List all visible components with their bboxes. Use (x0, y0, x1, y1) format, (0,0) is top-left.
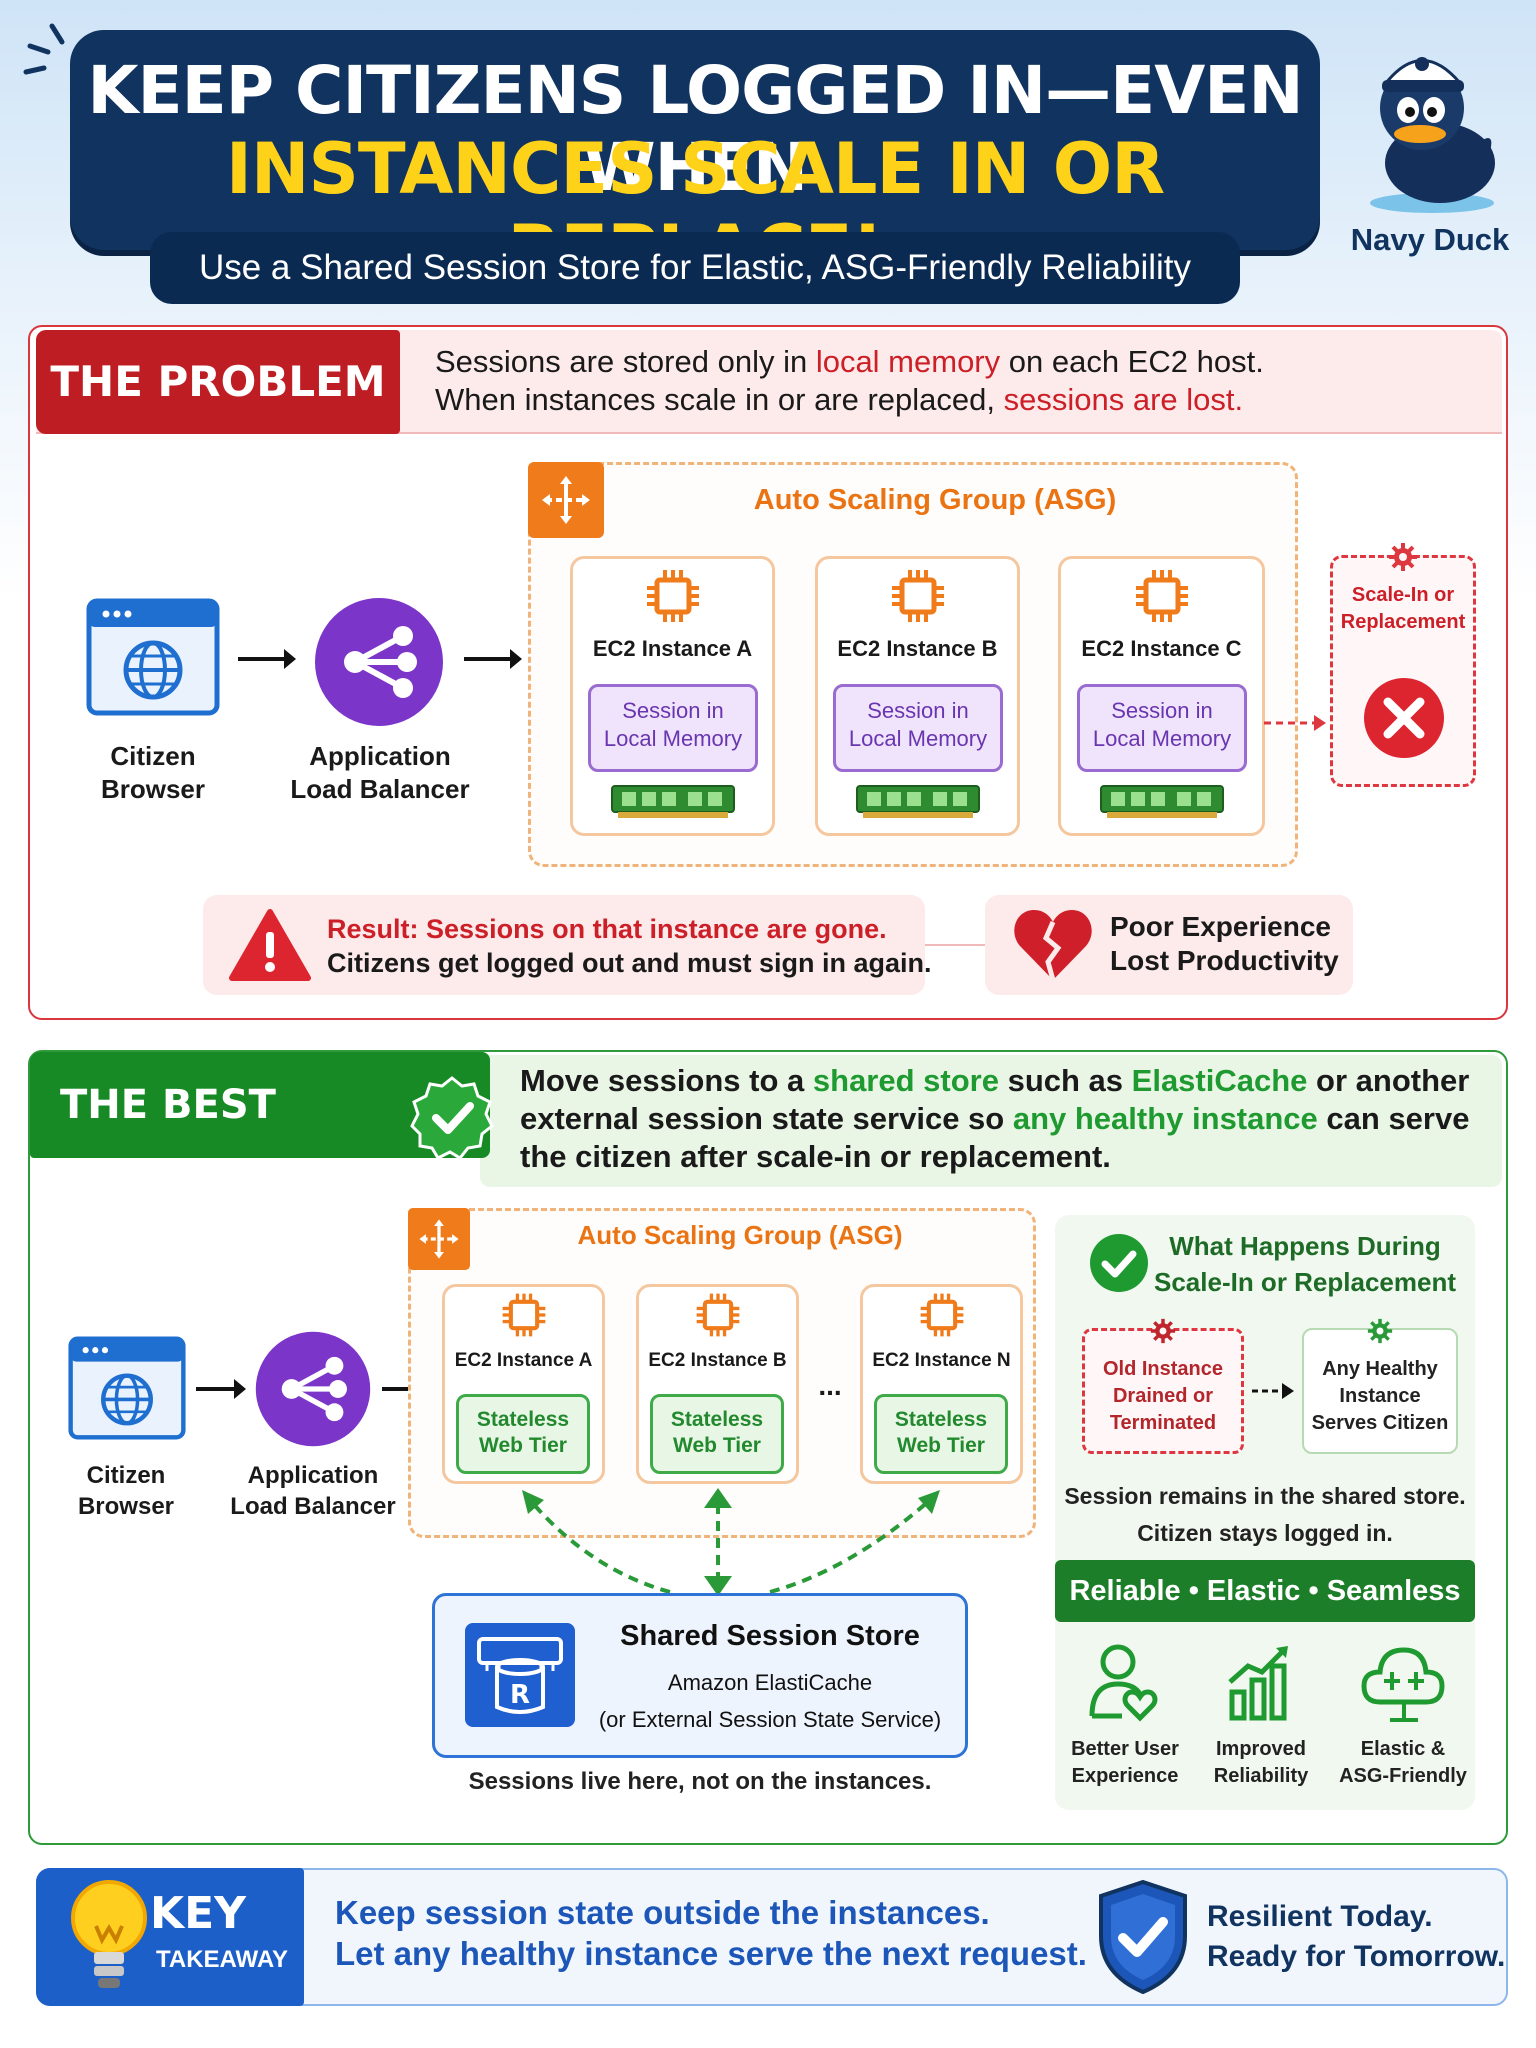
check-circle-icon (1090, 1234, 1148, 1292)
lightbulb-icon (71, 1880, 147, 1988)
title-line-1: KEEP CITIZENS LOGGED IN—EVEN WHEN (87, 52, 1303, 206)
instance-name: EC2 Instance A (592, 636, 753, 661)
instance-name: EC2 Instance B (837, 636, 998, 661)
arrow-right-icon (196, 1379, 246, 1399)
best-header-strip (480, 1055, 1502, 1187)
asg-title: Auto Scaling Group (ASG) (577, 1220, 903, 1250)
more-instances-ellipsis: ... (818, 1370, 842, 1401)
cpu-chip-icon (647, 570, 699, 622)
growth-chart-icon (1228, 1646, 1288, 1721)
arrow-right-icon (238, 649, 296, 669)
key-subtitle: TAKEAWAY (156, 1946, 289, 1973)
elasticache-icon: R (465, 1623, 575, 1727)
broken-heart-icon (1014, 910, 1092, 981)
shared-session-store-box (432, 1593, 968, 1758)
browser-globe-icon (68, 1336, 186, 1440)
asg-resize-icon (408, 1208, 470, 1270)
benefits-banner: Reliable • Elastic • Seamless (1055, 1560, 1475, 1622)
asg-title: Auto Scaling Group (ASG) (753, 484, 1117, 516)
gear-icon (1389, 543, 1417, 571)
check-badge-icon (410, 1076, 494, 1160)
result-box (203, 895, 925, 995)
instance-name: EC2 Instance A (454, 1350, 593, 1371)
warning-icon (229, 909, 311, 981)
problem-description: Sessions are stored only in local memory… (435, 344, 1264, 417)
cpu-chip-icon (502, 1293, 546, 1337)
user-heart-icon (1089, 1644, 1158, 1722)
instance-name: EC2 Instance N (872, 1350, 1011, 1371)
store-caption: Sessions live here, not on the instances… (468, 1768, 932, 1795)
cpu-chip-icon (920, 1293, 964, 1337)
instance-name: EC2 Instance C (1081, 636, 1242, 661)
ram-module-icon (611, 785, 735, 818)
duck-mascot-icon (1370, 57, 1495, 213)
store-title: Shared Session Store (620, 1620, 920, 1652)
takeaway-text: Keep session state outside the instances… (335, 1894, 1087, 1972)
store-subtitle: Amazon ElastiCache(or External Session S… (598, 1670, 942, 1732)
load-balancer-icon (255, 1331, 371, 1447)
best-pattern-tag: THE BEST PATTERN (30, 1052, 490, 1234)
header-banner (70, 30, 1320, 250)
mascot-name: Navy Duck (1350, 222, 1510, 257)
svg-text:R: R (510, 1680, 530, 1710)
shield-check-icon (1099, 1879, 1187, 1995)
arrow-right-icon (464, 649, 522, 669)
dashed-arrow-icon (1264, 715, 1326, 731)
close-icon (1364, 678, 1444, 758)
cpu-chip-icon (696, 1293, 740, 1337)
session-flow-arrows (522, 1488, 940, 1596)
key-title: KEY (150, 1888, 247, 1939)
best-pattern-description: Move sessions to a shared store such as … (520, 1063, 1470, 1174)
resilient-text: Resilient Today.Ready for Tomorrow. (1207, 1900, 1506, 1973)
connector-line (925, 944, 985, 946)
cloud-scale-icon (1361, 1647, 1445, 1722)
instance-name: EC2 Instance B (648, 1350, 787, 1371)
browser-globe-icon (86, 598, 220, 716)
result-text: Result: Sessions on that instance are go… (327, 914, 932, 978)
subtitle-banner: Use a Shared Session Store for Elastic, … (150, 232, 1240, 304)
problem-tag: THE PROBLEM (36, 330, 400, 434)
benefit-label: Elastic &ASG-Friendly (1339, 1738, 1467, 1787)
session-remains-text: Session remains in the shared store.Citi… (1064, 1483, 1466, 1546)
gear-icon (1367, 1318, 1393, 1344)
cpu-chip-icon (1136, 570, 1188, 622)
dashed-arrow-icon (1252, 1383, 1294, 1399)
asg-resize-icon (528, 462, 604, 538)
cpu-chip-icon (892, 570, 944, 622)
ram-module-icon (856, 785, 980, 818)
spark-lines-icon (23, 23, 65, 75)
load-balancer-icon (315, 598, 443, 726)
ram-module-icon (1100, 785, 1224, 818)
gear-icon (1150, 1318, 1176, 1344)
